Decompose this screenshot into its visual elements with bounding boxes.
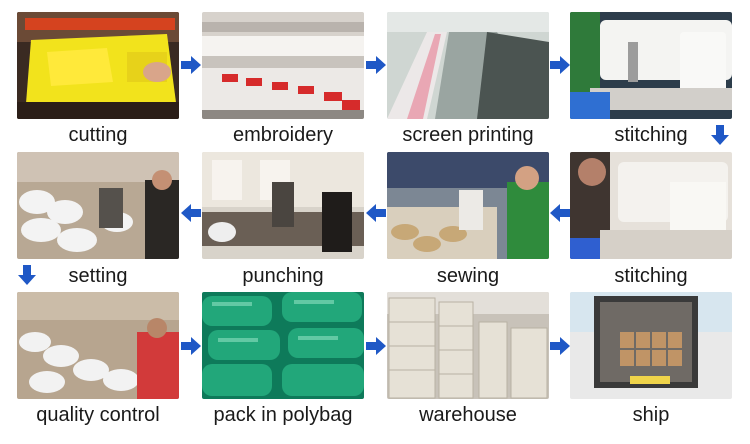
arrow-left-icon bbox=[549, 202, 571, 224]
screen-printing-photo bbox=[387, 12, 549, 119]
step-label-stitching-1: stitching bbox=[614, 124, 688, 146]
arrow-right-icon bbox=[549, 54, 571, 76]
step-label-ship: ship bbox=[632, 404, 670, 426]
step-label-screen-printing: screen printing bbox=[402, 124, 534, 146]
arrow-right-icon bbox=[365, 335, 387, 357]
step-label-setting: setting bbox=[68, 265, 128, 287]
step-label-stitching-2: stitching bbox=[614, 265, 688, 287]
arrow-left-icon bbox=[180, 202, 202, 224]
stitching-machine-photo bbox=[570, 12, 732, 119]
step-label-pack-in-polybag: pack in polybag bbox=[213, 404, 353, 426]
step-label-cutting: cutting bbox=[68, 124, 128, 146]
arrow-right-icon bbox=[365, 54, 387, 76]
sewing-photo bbox=[387, 152, 549, 259]
polybag-photo bbox=[202, 292, 364, 399]
step-label-quality-control: quality control bbox=[36, 404, 160, 426]
step-label-sewing: sewing bbox=[436, 265, 500, 287]
arrow-right-icon bbox=[549, 335, 571, 357]
embroidery-photo bbox=[202, 12, 364, 119]
arrow-left-icon bbox=[365, 202, 387, 224]
setting-photo bbox=[17, 152, 179, 259]
step-label-warehouse: warehouse bbox=[419, 404, 517, 426]
quality-control-photo bbox=[17, 292, 179, 399]
step-label-punching: punching bbox=[242, 265, 324, 287]
warehouse-photo bbox=[387, 292, 549, 399]
arrow-down-icon bbox=[709, 124, 731, 146]
container-ship-photo bbox=[570, 292, 732, 399]
arrow-down-icon bbox=[16, 264, 38, 286]
step-label-embroidery: embroidery bbox=[232, 124, 334, 146]
arrow-right-icon bbox=[180, 54, 202, 76]
arrow-right-icon bbox=[180, 335, 202, 357]
stitching-photo bbox=[570, 152, 732, 259]
punching-photo bbox=[202, 152, 364, 259]
cutting-photo bbox=[17, 12, 179, 119]
